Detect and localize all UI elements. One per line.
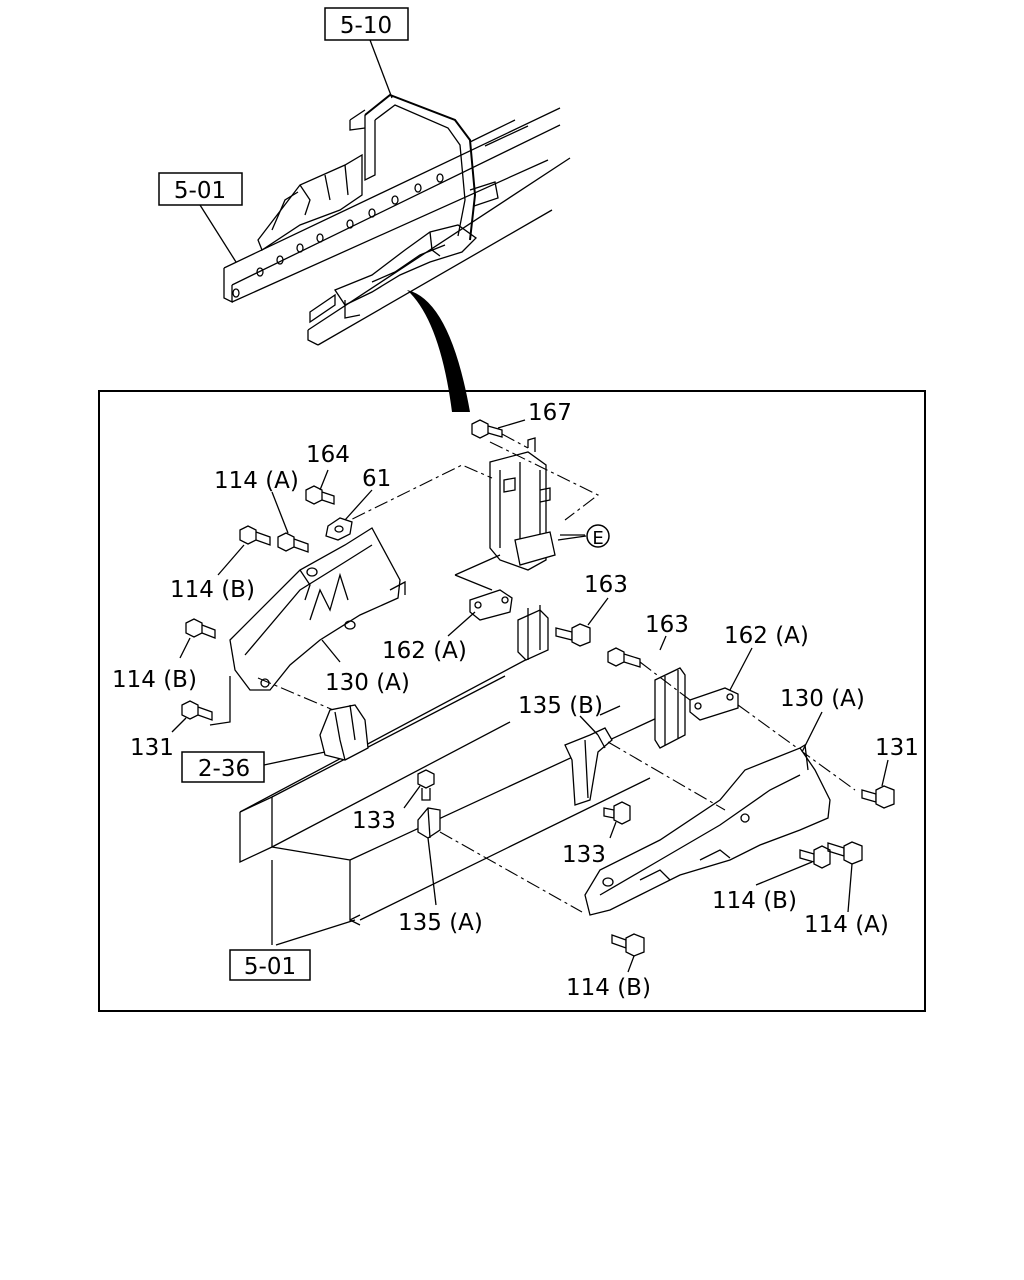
label-130a-right: 130 (A) [780,686,865,712]
bolt-163-left [555,623,591,647]
label-167: 167 [528,400,572,426]
label-164: 164 [306,442,350,468]
bolt-131-right [861,785,895,809]
bolt-163-right [607,647,691,701]
ref-2-36: 2-36 [181,751,326,783]
detail-drawing [209,437,856,926]
callout-labels: 167 164 114 (A) 61 114 (B) 114 (B) 131 1… [112,400,919,1001]
bolt-167 [471,419,529,449]
label-163-left: 163 [584,572,628,598]
label-162a-left: 162 (A) [382,638,467,664]
label-135b: 135 (B) [518,693,603,719]
label-133-left: 133 [352,808,396,834]
label-114b-left-lower: 114 (B) [112,667,197,693]
bolt-114b-bottom [611,933,645,957]
ref-5-01-bottom: 5-01 [229,860,356,981]
label-130a-left: 130 (A) [325,670,410,696]
bolt-114b-left-lower [185,618,216,639]
e-marker: E [586,524,610,549]
label-114a-left: 114 (A) [214,468,299,494]
label-131-right: 131 [875,735,919,761]
label-133-right: 133 [562,842,606,868]
svg-text:2-36: 2-36 [198,756,250,782]
svg-text:E: E [592,528,603,549]
washer-61 [325,517,353,541]
bolt-131-left [181,700,213,721]
bolt-114b-left-upper [239,525,271,546]
label-114b-bottom: 114 (B) [566,975,651,1001]
overview-frame-drawing [223,93,571,412]
label-135a: 135 (A) [398,910,483,936]
svg-text:5-01: 5-01 [174,178,226,204]
bolt-164 [305,485,335,505]
ref-5-10-top: 5-10 [324,7,409,99]
label-114b-right: 114 (B) [712,888,797,914]
bolt-133-right [603,801,631,825]
ref-5-01-top: 5-01 [158,172,243,263]
label-131-left: 131 [130,735,174,761]
label-162a-right: 162 (A) [724,623,809,649]
svg-text:5-01: 5-01 [244,954,296,980]
svg-text:5-10: 5-10 [340,13,392,39]
bolt-114b-right [799,845,831,869]
bolt-133-left [417,769,435,801]
label-114a-right: 114 (A) [804,912,889,938]
detail-frame [98,390,926,1012]
label-61: 61 [362,466,391,492]
bolt-114a-left [277,532,309,553]
label-114b-left-upper: 114 (B) [170,577,255,603]
bolt-114a-right [827,841,863,865]
label-163-right: 163 [645,612,689,638]
callout-leaders [171,419,889,973]
